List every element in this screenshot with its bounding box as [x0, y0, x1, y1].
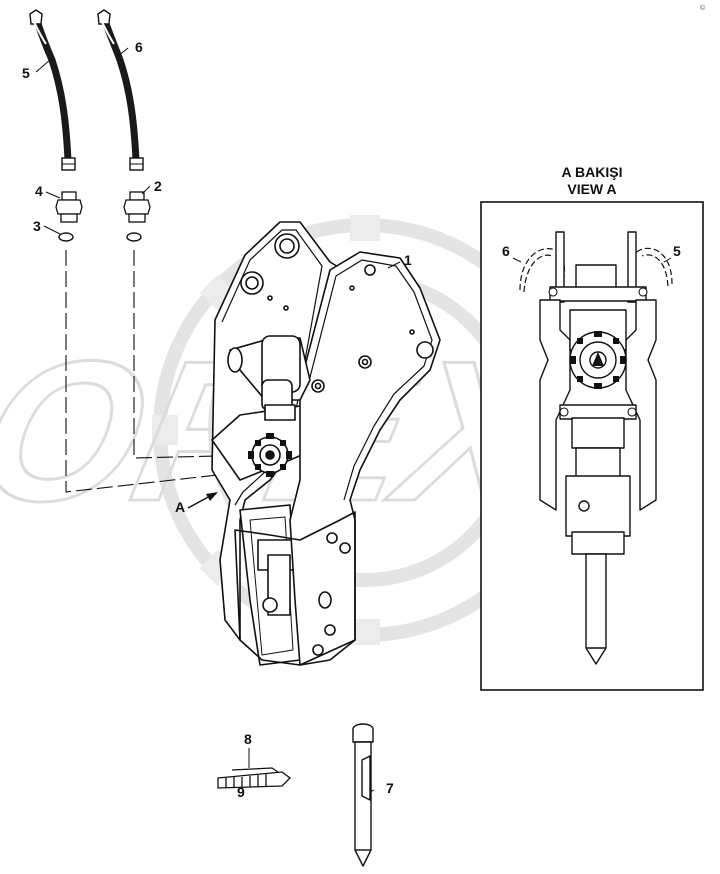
callout-5: 5: [22, 65, 30, 81]
connection-lines: [65, 250, 263, 493]
chisel-tool-icon: [352, 723, 374, 867]
o-ring-2-icon: [126, 232, 142, 242]
callout-7: 7: [386, 780, 394, 796]
retaining-pin-icon: [217, 767, 291, 789]
callout-9: 9: [237, 784, 245, 800]
view-a-gear-icon: [570, 331, 626, 389]
o-ring-3-icon: [58, 232, 74, 242]
breaker-bracket-assembly: [211, 221, 441, 666]
view-arrow-a: [187, 492, 218, 509]
view-a-callout-6: 6: [502, 243, 510, 259]
view-a-panel: A BAKIŞI VIEW A 6 5: [480, 164, 704, 691]
adapter-4-icon: [55, 191, 83, 223]
callout-6: 6: [135, 39, 143, 55]
callout-arrow-a: A: [175, 499, 185, 515]
adapter-2-icon: [123, 191, 151, 223]
view-a-title-tr: A BAKIŞI: [562, 164, 623, 180]
callout-1: 1: [404, 252, 412, 268]
gear-teeth-icon: [248, 433, 292, 477]
hose-5-icon: [29, 9, 76, 171]
view-a-title-en: VIEW A: [567, 181, 616, 197]
corner-mark: ©: [700, 4, 706, 12]
callout-3: 3: [33, 218, 41, 234]
callout-2: 2: [154, 178, 162, 194]
hose-6-icon: [97, 9, 144, 171]
callout-8: 8: [244, 731, 252, 747]
callout-4: 4: [35, 183, 43, 199]
view-a-callout-5: 5: [673, 243, 681, 259]
